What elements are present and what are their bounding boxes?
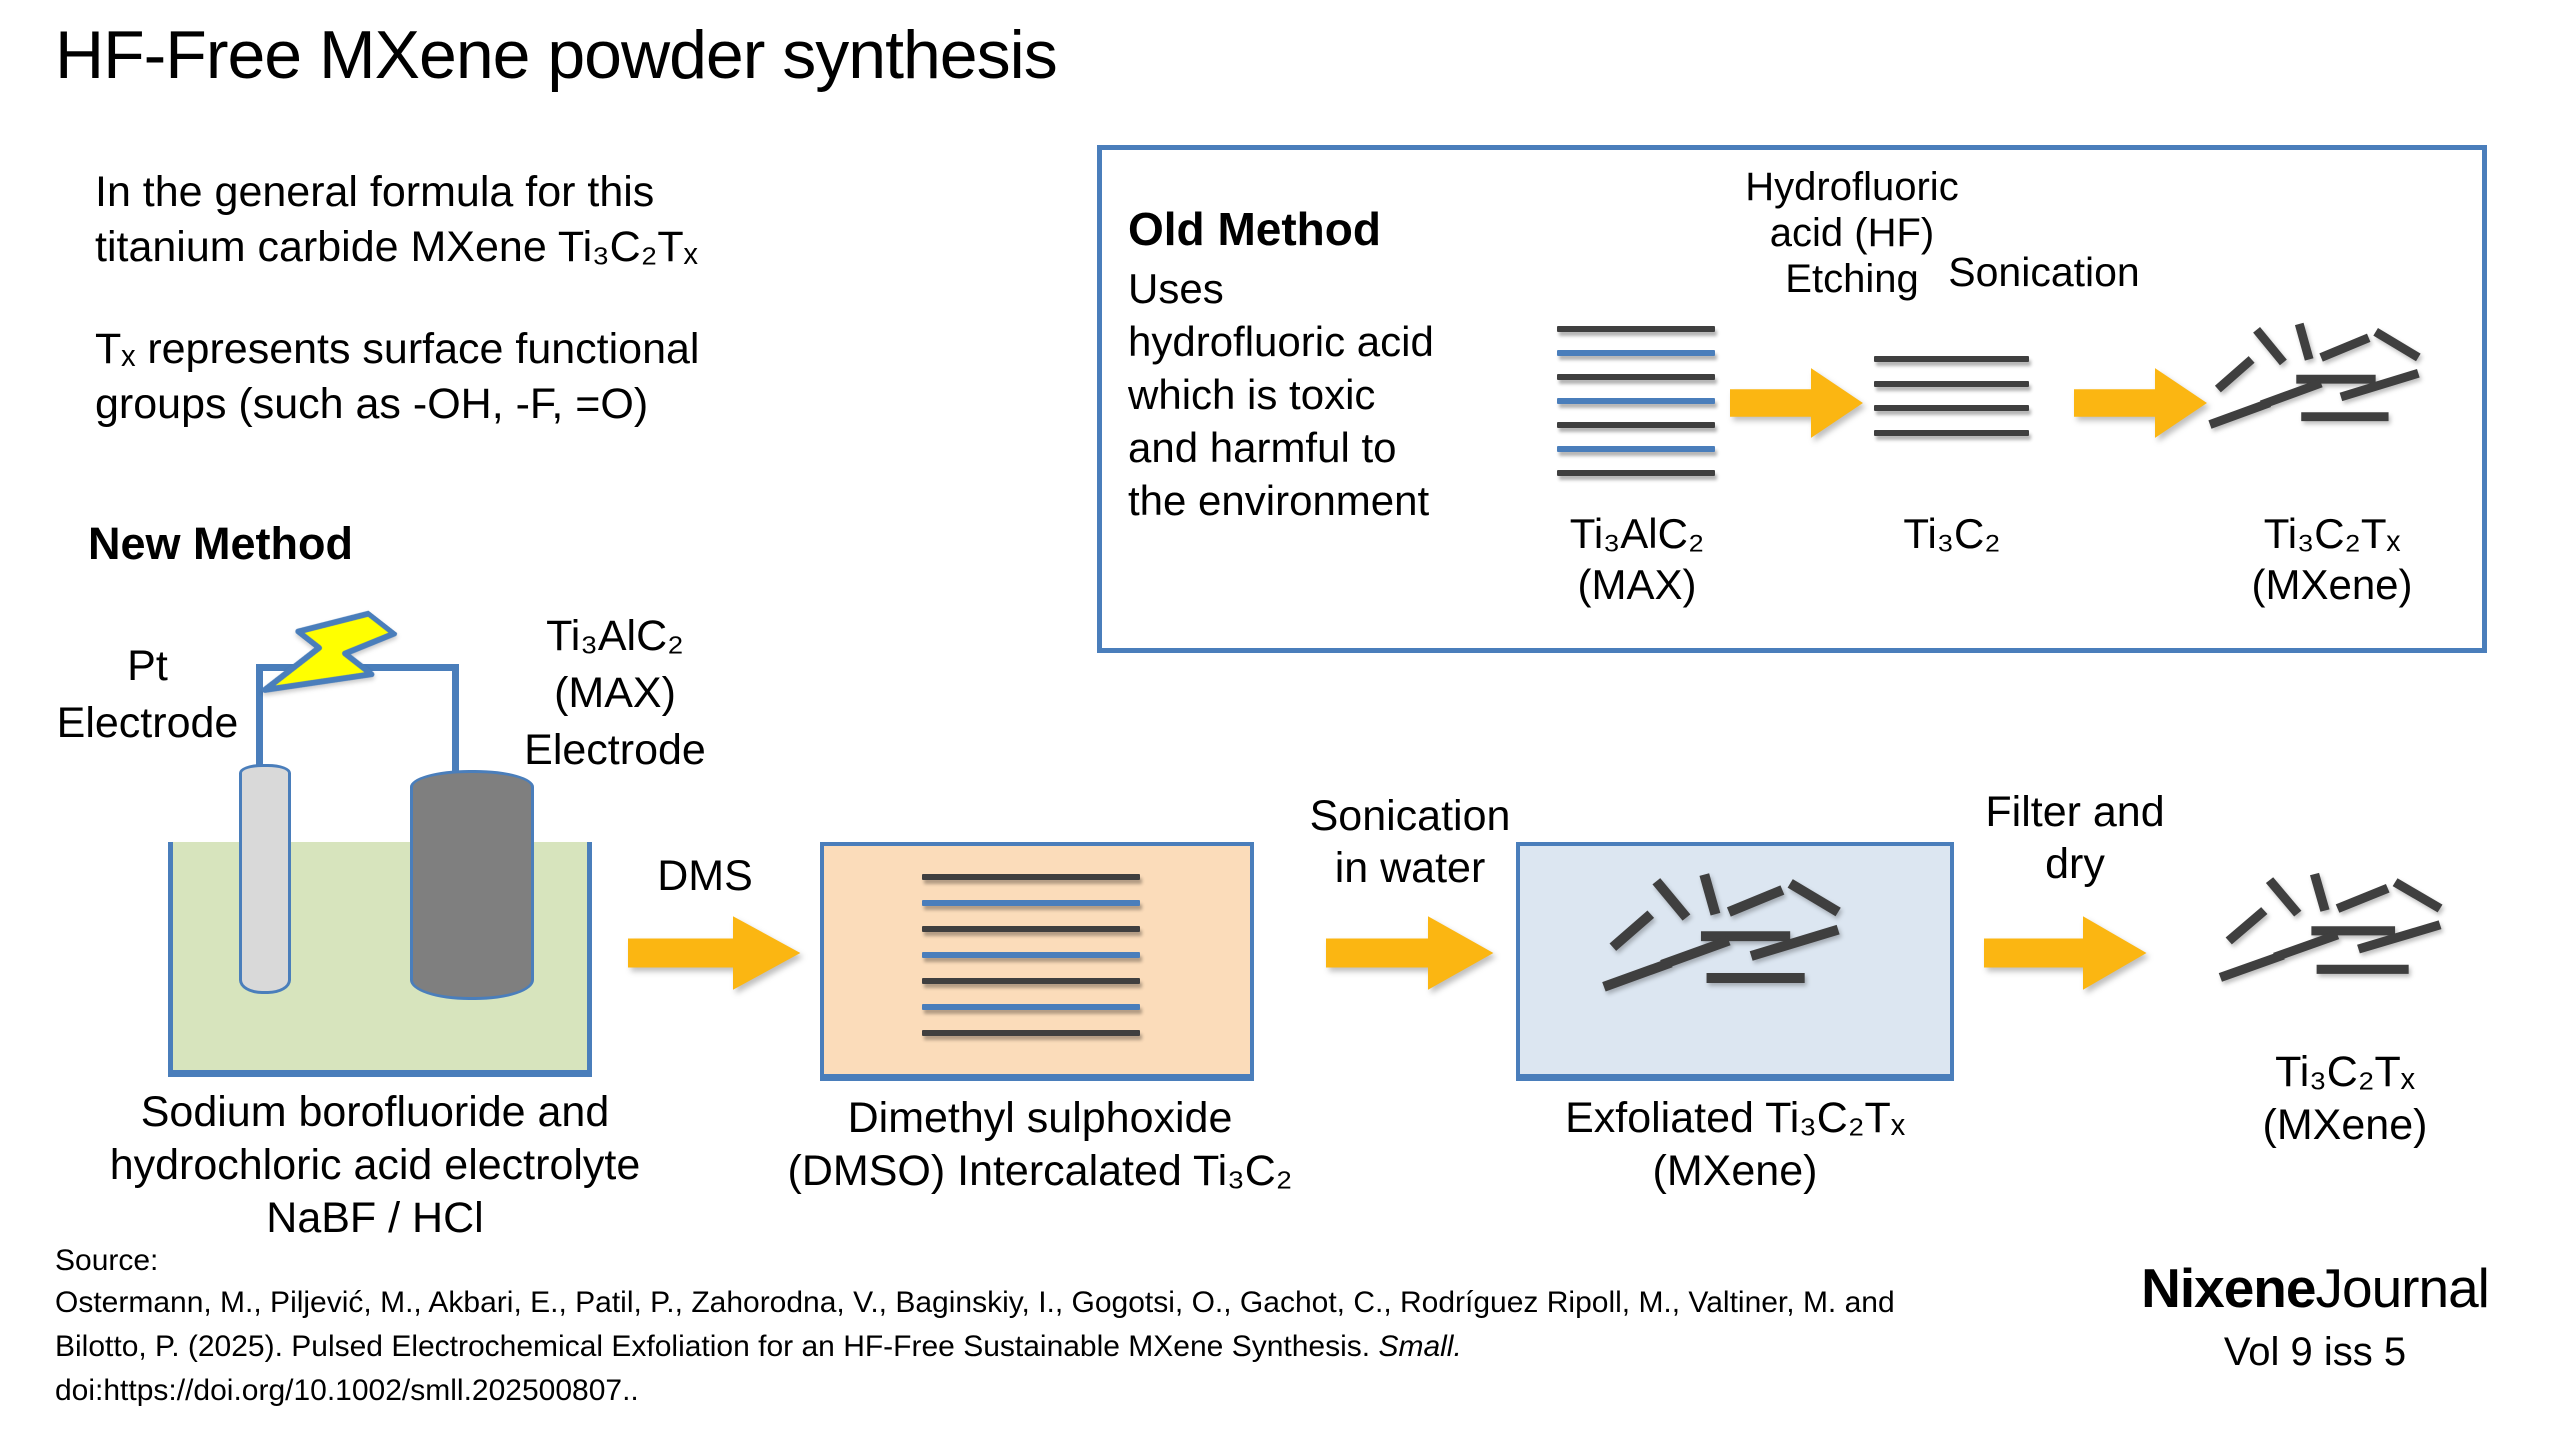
exfoliated-caption-line: (MXene)	[1652, 1147, 1818, 1195]
filter-label-line: Filter and	[1985, 788, 2165, 836]
dms-arrow-label: DMS	[657, 852, 753, 900]
old-method-heading: Old Method	[1128, 203, 1381, 255]
intro-p1-line2: titanium carbide MXene Ti₃C₂Tₓ	[95, 223, 698, 271]
journal-name-regular: Journal	[2315, 1257, 2489, 1319]
old-method-desc-line: which is toxic	[1128, 371, 1376, 418]
wire-segment	[452, 664, 459, 776]
old-method-desc-line: and harmful to	[1128, 424, 1397, 471]
pt-electrode-label: Pt Electrode	[15, 638, 280, 752]
right-arrow-icon	[1326, 914, 1496, 992]
source-label: Source:	[55, 1244, 159, 1277]
final-caption-line: (MXene)	[2262, 1101, 2428, 1149]
exfoliated-caption-line: Exfoliated Ti₃C₂Tₓ	[1565, 1094, 1905, 1142]
intro-p1-line1: In the general formula for this	[95, 168, 655, 216]
filter-arrow-label: Filter and dry	[1965, 786, 2185, 890]
chem-name: (MXene)	[2251, 561, 2413, 608]
sonication-label-line: in water	[1334, 844, 1486, 892]
final-caption-line: Ti₃C₂Tₓ	[2275, 1048, 2415, 1096]
final-mxene-caption: Ti₃C₂Tₓ (MXene)	[2195, 1046, 2495, 1152]
right-arrow-icon	[628, 914, 803, 992]
beaker-caption: Sodium borofluoride and hydrochloric aci…	[30, 1086, 720, 1245]
citation-text: Bilotto, P. (2025). Pulsed Electrochemic…	[55, 1330, 1379, 1363]
journal-name-bold: Nixene	[2141, 1257, 2316, 1319]
intro-p2-line1: Tₓ represents surface functional	[95, 325, 700, 373]
max-electrode-label: Ti₃AlC₂ (MAX) Electrode	[470, 608, 760, 779]
exfoliated-caption: Exfoliated Ti₃C₂Tₓ (MXene)	[1500, 1092, 1970, 1198]
old-mxene-label: Ti₃C₂Tₓ (MXene)	[2222, 508, 2442, 610]
journal-name: NixeneJournal	[2080, 1256, 2550, 1320]
old-method-desc-line: the environment	[1128, 477, 1430, 524]
hf-etching-line: acid (HF)	[1769, 211, 1935, 255]
max-label-line: Electrode	[524, 726, 706, 774]
chem-formula: Ti₃C₂Tₓ	[2263, 510, 2401, 557]
layered-structure-icon	[922, 874, 1140, 1036]
chem-formula: Ti₃C₂	[1903, 510, 2001, 557]
old-method-desc-line: Uses	[1128, 265, 1224, 312]
chem-formula: Ti₃AlC₂	[1569, 510, 1705, 557]
max-electrode	[410, 770, 534, 1000]
hf-etching-line: Etching	[1785, 257, 1919, 301]
old-method-desc-line: hydrofluoric acid	[1128, 318, 1434, 365]
dmso-caption-line: Dimethyl sulphoxide	[847, 1094, 1233, 1142]
citation-journal-name: Small.	[1378, 1330, 1462, 1363]
sonication-arrow-label: Sonication in water	[1300, 790, 1520, 894]
beaker-caption-line: Sodium borofluoride and	[140, 1088, 610, 1136]
source-doi: doi:https://doi.org/10.1002/smll.2025008…	[55, 1374, 639, 1407]
intro-p2-line2: groups (such as -OH, -F, =O)	[95, 380, 649, 428]
intro-paragraph-1: In the general formula for this titanium…	[95, 165, 698, 275]
source-citation-line2: Bilotto, P. (2025). Pulsed Electrochemic…	[55, 1330, 1462, 1364]
wire-segment	[256, 664, 263, 772]
layered-structure-icon	[1874, 356, 2029, 436]
exfoliated-flakes-icon	[2212, 868, 2484, 1020]
beaker-caption-line: hydrochloric acid electrolyte	[109, 1141, 641, 1189]
old-method-description: Uses hydrofluoric acid which is toxic an…	[1128, 262, 1434, 527]
pt-label-line: Electrode	[56, 699, 239, 747]
old-method-panel: Old Method Uses hydrofluoric acid which …	[1097, 145, 2487, 653]
dmso-box	[820, 842, 1254, 1081]
sonication-label-line: Sonication	[1309, 792, 1511, 840]
old-max-label: Ti₃AlC₂ (MAX)	[1532, 508, 1742, 610]
right-arrow-icon	[1984, 914, 2149, 992]
old-sonication-label: Sonication	[1948, 249, 2140, 295]
dmso-caption-line: (DMSO) Intercalated Ti₃C₂	[787, 1147, 1293, 1195]
hf-etching-line: Hydrofluoric	[1745, 165, 1959, 209]
new-method-heading: New Method	[88, 518, 353, 569]
page-title: HF-Free MXene powder synthesis	[55, 17, 1058, 93]
hf-etching-label: Hydrofluoric acid (HF) Etching	[1687, 164, 2017, 302]
exfoliated-flakes-icon	[2202, 318, 2460, 466]
exfoliated-box	[1516, 842, 1954, 1081]
journal-issue: Vol 9 iss 5	[2223, 1330, 2407, 1374]
intro-paragraph-2: Tₓ represents surface functional groups …	[95, 322, 699, 432]
pt-electrode	[239, 764, 291, 994]
max-label-line: (MAX)	[554, 669, 676, 717]
dmso-caption: Dimethyl sulphoxide (DMSO) Intercalated …	[735, 1092, 1345, 1198]
filter-label-line: dry	[2045, 840, 2105, 888]
right-arrow-icon	[2074, 366, 2209, 440]
source-citation-line1: Ostermann, M., Piljević, M., Akbari, E.,…	[55, 1286, 1895, 1319]
max-label-line: Ti₃AlC₂	[546, 612, 684, 660]
journal-logo: NixeneJournal Vol 9 iss 5	[2080, 1256, 2550, 1375]
pt-label-line: Pt	[127, 642, 168, 690]
lightning-bolt-icon	[246, 579, 408, 746]
beaker-caption-line: NaBF / HCl	[266, 1194, 484, 1242]
exfoliated-flakes-icon	[1595, 868, 1885, 1033]
right-arrow-icon	[1730, 366, 1865, 440]
layered-structure-icon	[1557, 326, 1715, 476]
chem-name: (MAX)	[1577, 561, 1697, 608]
old-ti3c2-label: Ti₃C₂	[1847, 508, 2057, 559]
